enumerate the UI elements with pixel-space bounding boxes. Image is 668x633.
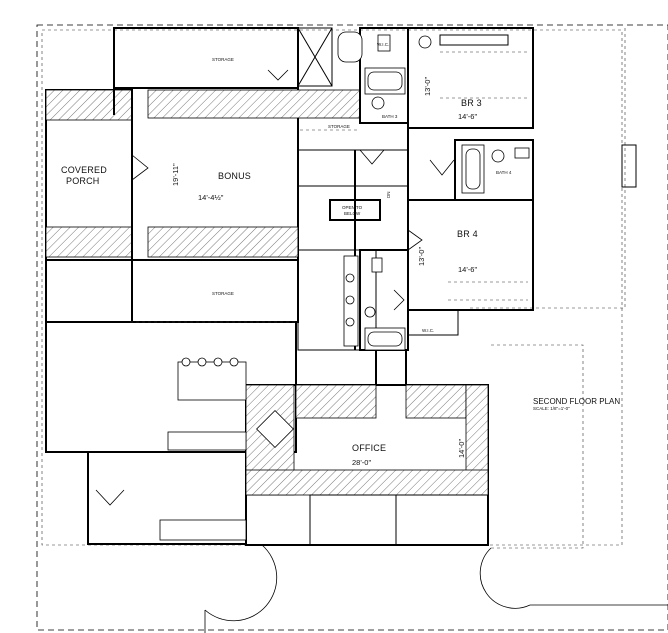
open-to-below-label-2: BELOW [344, 211, 361, 216]
bonus-dim-h: 19'-11" [171, 163, 180, 186]
bath3-label: BATH 3 [382, 114, 398, 119]
br3-dim-w: 14'-6" [458, 112, 477, 121]
storage-mid-walls [45, 259, 299, 323]
porch-hatch-top [45, 89, 133, 121]
wic-top-label: W.I.C. [377, 42, 389, 47]
covered-porch-label-2: PORCH [66, 176, 100, 186]
plan-title: SECOND FLOOR PLAN [533, 397, 620, 406]
open-to-below-label-1: OPEN TO [342, 205, 363, 210]
br3-label: BR 3 [461, 98, 482, 108]
br4-dim-h: 13'-0" [417, 247, 426, 266]
office-dim-h: 14'-0" [457, 439, 466, 458]
br3-dim-h: 13'-0" [423, 77, 432, 96]
storage-top-label: STORAGE [212, 57, 234, 62]
porch-hatch-bottom [45, 226, 133, 258]
bonus-hatch-bottom [147, 226, 299, 258]
br4-dim-w: 14'-6" [458, 265, 477, 274]
door-swings [95, 69, 668, 633]
kitchen-fixtures [159, 255, 359, 541]
closet-lines [130, 34, 530, 323]
storage-mid-label: STORAGE [212, 291, 234, 296]
covered-porch-label-1: COVERED [61, 165, 107, 175]
dn-label: DN [386, 192, 391, 199]
office-walls [245, 350, 489, 546]
plan-scale: SCALE: 1/8"=1'-0" [533, 406, 570, 411]
bath-fixtures [337, 31, 530, 351]
br4-label: BR 4 [457, 229, 478, 239]
wic-label: W.I.C. [422, 328, 434, 333]
bonus-hatch-top [147, 89, 361, 119]
storage-small-label: STORAGE [328, 124, 350, 129]
office-label: OFFICE [352, 443, 386, 453]
office-dim-w: 28'-0" [352, 458, 371, 467]
bonus-label: BONUS [218, 171, 251, 181]
upper-block-walls [113, 27, 333, 261]
bonus-dim-w: 14'-4½" [198, 193, 224, 202]
bath4-label: BATH 4 [496, 170, 512, 175]
